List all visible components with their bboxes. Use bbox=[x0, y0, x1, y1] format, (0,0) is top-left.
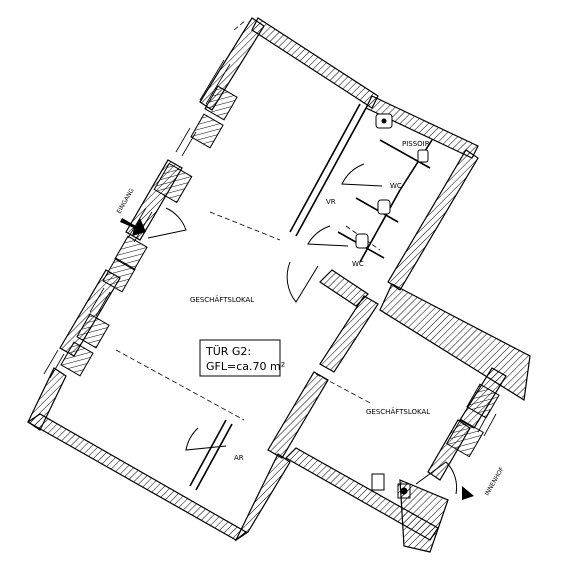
room-label-wc-lower: WC bbox=[352, 260, 364, 268]
wall-corner-bottom bbox=[399, 479, 449, 553]
entrance-label: EINGANG bbox=[116, 187, 136, 215]
window-piers bbox=[60, 85, 500, 458]
room-label-pissoir: PISSOIR bbox=[402, 140, 430, 148]
exterior-walls bbox=[26, 17, 531, 553]
room-label-ar: AR bbox=[234, 454, 244, 462]
entrance-arrow-icon bbox=[120, 218, 146, 236]
window-frames bbox=[43, 59, 497, 437]
courtyard-door-swing bbox=[415, 461, 458, 495]
wall-bottom-left bbox=[26, 413, 248, 541]
wall-left-bottom bbox=[27, 367, 67, 431]
wall-right-wc bbox=[387, 149, 479, 291]
doors bbox=[147, 163, 458, 495]
pissoir-icon bbox=[417, 149, 429, 163]
interior-partitions bbox=[189, 103, 433, 491]
wall-top-second bbox=[379, 283, 531, 402]
wc-lower-door-swing bbox=[307, 225, 349, 247]
info-box-line2: GFL=ca.70 m² bbox=[206, 360, 285, 373]
room-label-main-shop: GESCHÄFTSLOKAL bbox=[190, 295, 254, 304]
room-label-wc-upper: WC bbox=[390, 182, 402, 190]
entrance-door-swing bbox=[147, 207, 187, 239]
courtyard-arrow-icon bbox=[462, 486, 474, 500]
info-box-line1: TÜR G2: bbox=[205, 345, 251, 358]
sanitary-fixtures bbox=[355, 113, 429, 499]
wc-upper-door-swing bbox=[341, 163, 383, 187]
meter-box-icon bbox=[371, 473, 385, 491]
toilet-lower-icon bbox=[355, 233, 369, 249]
wall-spine-low bbox=[267, 371, 329, 459]
vr-door-swing bbox=[286, 261, 319, 303]
toilet-upper-icon bbox=[377, 199, 391, 215]
courtyard-label: INNENHOF bbox=[484, 466, 506, 497]
ar-door-swing bbox=[185, 427, 227, 451]
info-box: TÜR G2: GFL=ca.70 m² bbox=[199, 339, 285, 377]
wall-ar-right bbox=[234, 453, 291, 542]
wall-top-main bbox=[251, 17, 379, 109]
wall-diag-mid bbox=[319, 269, 369, 307]
wall-spine bbox=[319, 295, 379, 373]
room-label-vr: VR bbox=[326, 198, 336, 206]
room-label-second-shop: GESCHÄFTSLOKAL bbox=[366, 407, 430, 416]
